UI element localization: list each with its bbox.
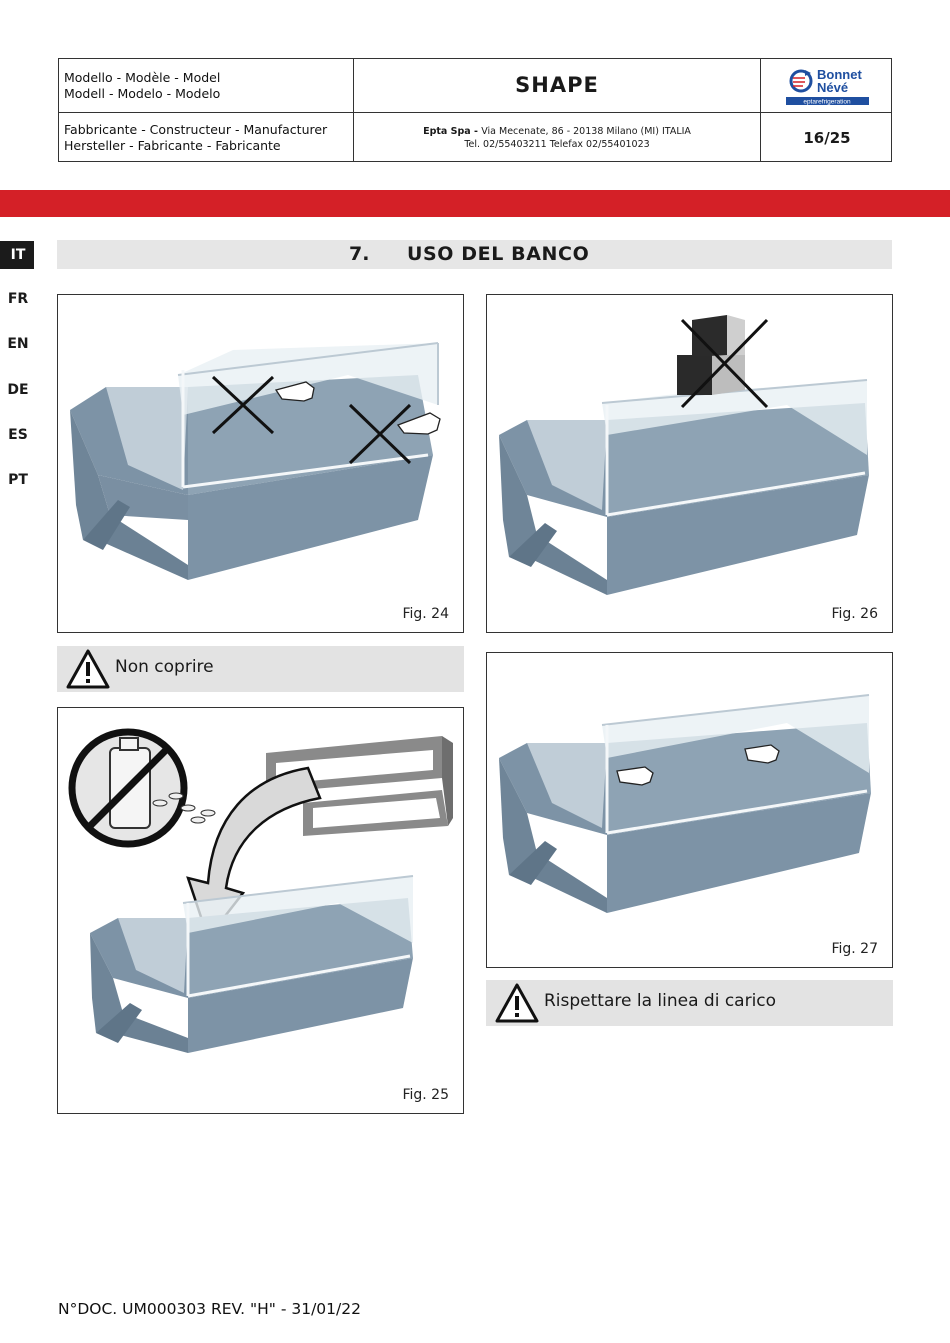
manufacturer-label: Fabbricante - Constructeur - Manufacture…	[64, 122, 327, 154]
warning-text-non-coprire: Non coprire	[115, 657, 214, 677]
red-band	[0, 190, 950, 217]
figure-caption-25: Fig. 25	[402, 1087, 449, 1103]
section-title-bar: 7. USO DEL BANCO	[57, 240, 892, 269]
cross-mark-1	[211, 375, 275, 435]
hand-icon-2	[396, 412, 441, 435]
hand-icon-1	[274, 381, 315, 402]
no-chemicals-icon	[68, 728, 216, 848]
warning-linea-carico: Rispettare la linea di carico	[486, 980, 893, 1026]
company-contacts: Tel. 02/55403211 Telefax 02/55401023	[464, 138, 650, 150]
warning-text-linea-carico: Rispettare la linea di carico	[544, 991, 777, 1011]
lang-tab-de[interactable]: DE	[7, 382, 29, 398]
model-label-line-2: Modell - Modelo - Modelo	[64, 86, 221, 101]
manufacturer-label-line-1: Fabbricante - Constructeur - Manufacture…	[64, 122, 328, 137]
cross-mark-2	[348, 403, 412, 465]
figure-24: Fig. 24	[57, 294, 464, 633]
counter-no-chemicals-illustration	[68, 728, 453, 1053]
figure-25: Fig. 25	[57, 707, 464, 1114]
warning-icon	[66, 649, 110, 689]
lang-tab-pt[interactable]: PT	[8, 472, 28, 488]
section-title: USO DEL BANCO	[407, 243, 590, 265]
figure-caption-27: Fig. 27	[831, 941, 878, 957]
warning-non-coprire: Non coprire	[57, 646, 464, 692]
figure-caption-26: Fig. 26	[831, 606, 878, 622]
model-label-line-1: Modello - Modèle - Model	[64, 70, 221, 85]
bonnet-neve-logo: Bonnet Névé eptarefrigeration	[781, 64, 876, 108]
logo-line-1: Bonnet	[817, 67, 862, 82]
section-number: 7.	[349, 243, 370, 265]
page-number: 16/25	[803, 129, 851, 147]
counter-touch-illustration	[499, 694, 871, 913]
model-name: SHAPE	[515, 73, 599, 97]
counter-no-touch-illustration	[70, 342, 441, 580]
lang-tab-fr[interactable]: FR	[7, 291, 29, 307]
figure-26: Fig. 26	[486, 294, 893, 633]
logo-line-2: Névé	[817, 80, 848, 95]
figure-caption-24: Fig. 24	[402, 606, 449, 622]
counter-no-stacking-illustration	[499, 315, 869, 595]
lang-tab-es[interactable]: ES	[8, 427, 28, 443]
hand-icon-4	[744, 744, 780, 764]
logo-sub: eptarefrigeration	[803, 99, 851, 106]
figure-27: Fig. 27	[486, 652, 893, 968]
company-name: Epta Spa -	[423, 126, 482, 137]
lang-tab-en[interactable]: EN	[7, 336, 29, 352]
header-table: Modello - Modèle - Model Modell - Modelo…	[58, 58, 892, 162]
company-address: Via Mecenate, 86 - 20138 Milano (MI) ITA…	[481, 126, 691, 137]
model-label: Modello - Modèle - Model Modell - Modelo…	[64, 70, 220, 102]
manufacturer-info: Epta Spa - Via Mecenate, 86 - 20138 Mila…	[354, 126, 760, 151]
manufacturer-label-line-2: Hersteller - Fabricante - Fabricante	[64, 138, 281, 153]
warning-icon	[495, 983, 539, 1023]
lang-tab-it[interactable]: IT	[0, 241, 34, 269]
document-reference: N°DOC. UM000303 REV. "H" - 31/01/22	[58, 1300, 361, 1318]
hand-icon-3	[616, 766, 654, 786]
cross-mark-3	[680, 318, 769, 409]
